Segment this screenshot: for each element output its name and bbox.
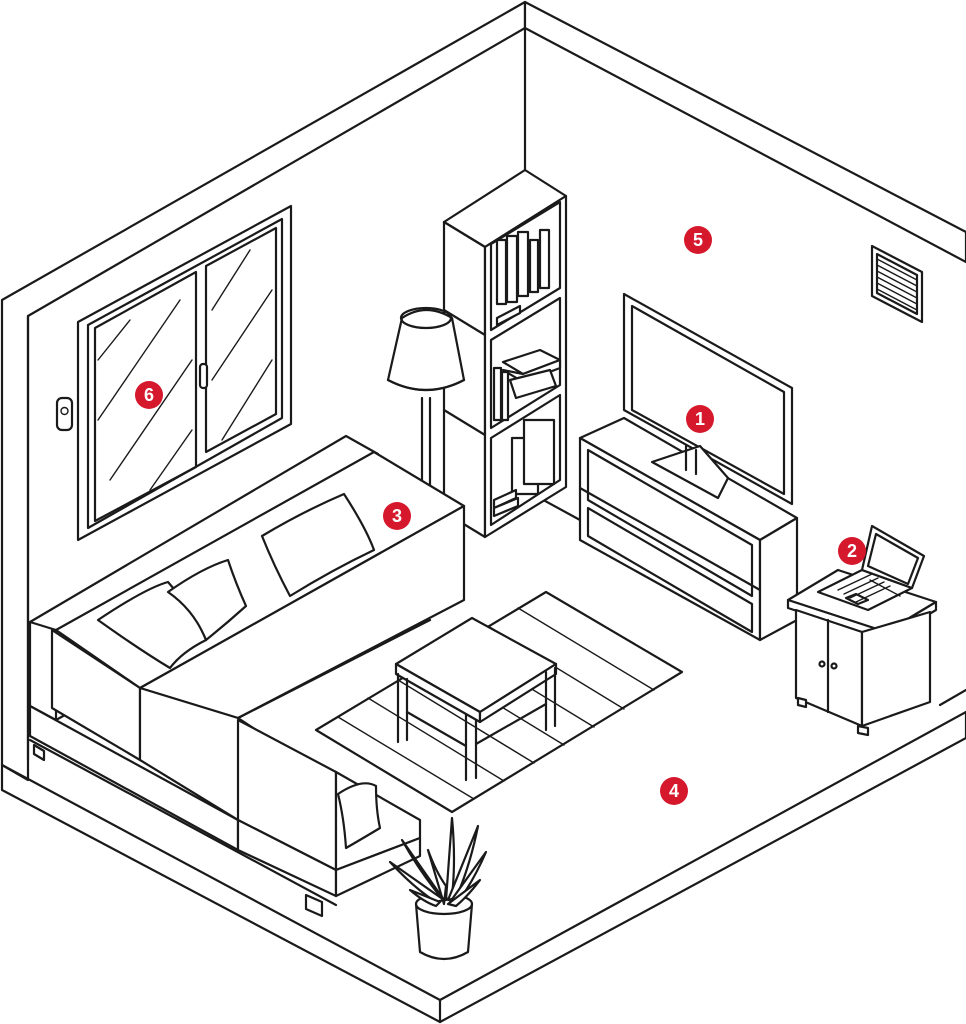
floor-front-edge [438,710,966,1002]
sofa [28,434,466,918]
marker-wall[interactable]: 5 [684,226,712,254]
right-floor-baseline [438,710,966,1024]
back-right-wall-cap [523,0,966,264]
coffee-table [394,616,558,782]
window [76,204,293,542]
wall-sensor [55,396,74,432]
marker-laptop[interactable]: 2 [838,537,866,565]
window-handle [198,362,209,390]
right-wall-floor-line [938,688,966,707]
laptop [816,524,926,612]
television [622,292,794,506]
side-cabinet [786,568,938,737]
vent-grille [870,244,924,324]
marker-floor[interactable]: 4 [660,777,688,805]
bookshelf [442,168,568,539]
marker-window[interactable]: 6 [135,381,163,409]
potted-plant [388,816,488,961]
marker-floor-lamp[interactable]: 3 [383,502,411,530]
marker-tv[interactable]: 1 [686,405,714,433]
